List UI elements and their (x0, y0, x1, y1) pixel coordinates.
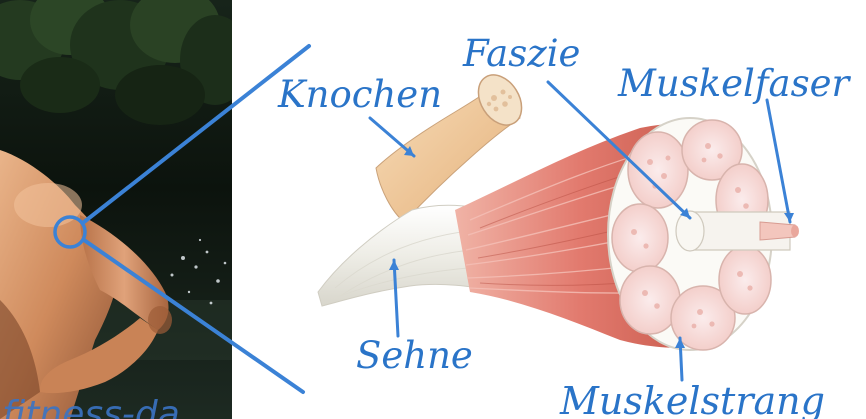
muscle-cross-section (608, 118, 799, 350)
pointer-lines (55, 46, 309, 392)
label-knochen: Knochen (278, 76, 442, 113)
watermark-text: fitness-da (2, 397, 180, 419)
label-muskelstrang: Muskelstrang (560, 382, 825, 419)
label-muskelfaser: Muskelfaser (618, 65, 849, 102)
zoom-line-lower (84, 240, 303, 392)
label-faszie: Faszie (463, 35, 580, 72)
label-sehne: Sehne (356, 337, 473, 374)
zoom-circle (55, 217, 85, 247)
pointer-muskelfaser (767, 100, 790, 222)
zoom-line-upper (84, 46, 309, 222)
